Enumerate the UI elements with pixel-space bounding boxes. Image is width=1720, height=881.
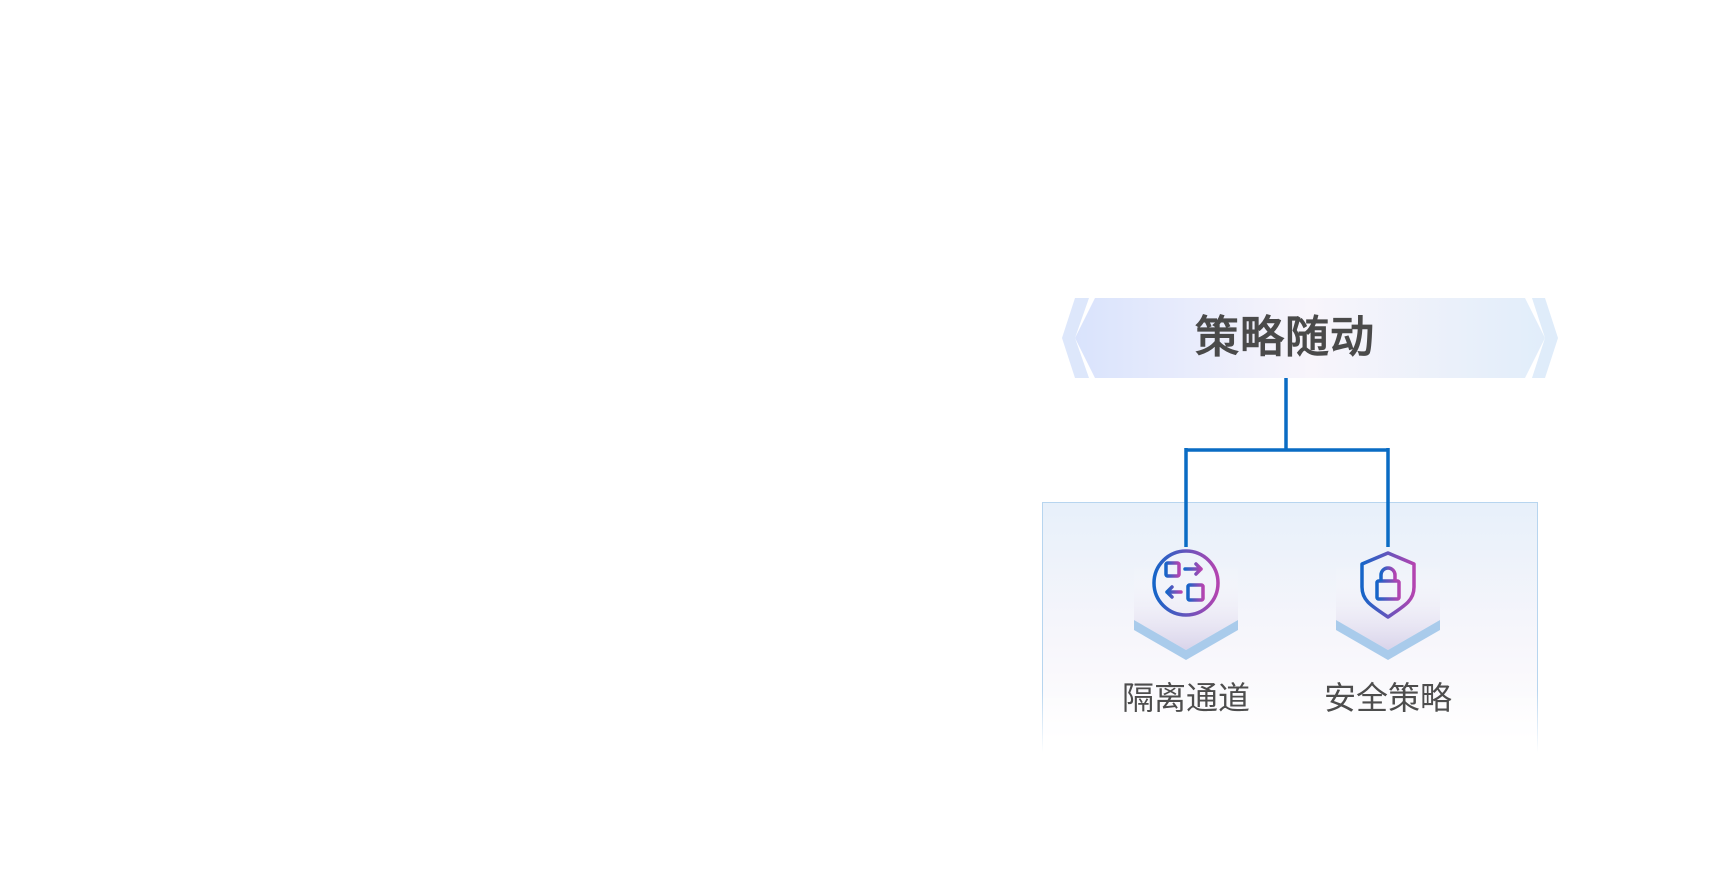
security-policy-node	[1336, 551, 1440, 660]
isolation-channel-node	[1134, 549, 1238, 660]
diagram-title: 策略随动	[1195, 312, 1375, 363]
items-panel	[1042, 502, 1538, 753]
exchange-icon	[1152, 549, 1220, 617]
title-banner	[1062, 298, 1558, 378]
shield-lock-icon	[1360, 551, 1416, 619]
item-label: 隔离通道	[1121, 679, 1250, 717]
item-label: 安全策略	[1323, 679, 1452, 717]
left-chevron	[1062, 298, 1089, 378]
